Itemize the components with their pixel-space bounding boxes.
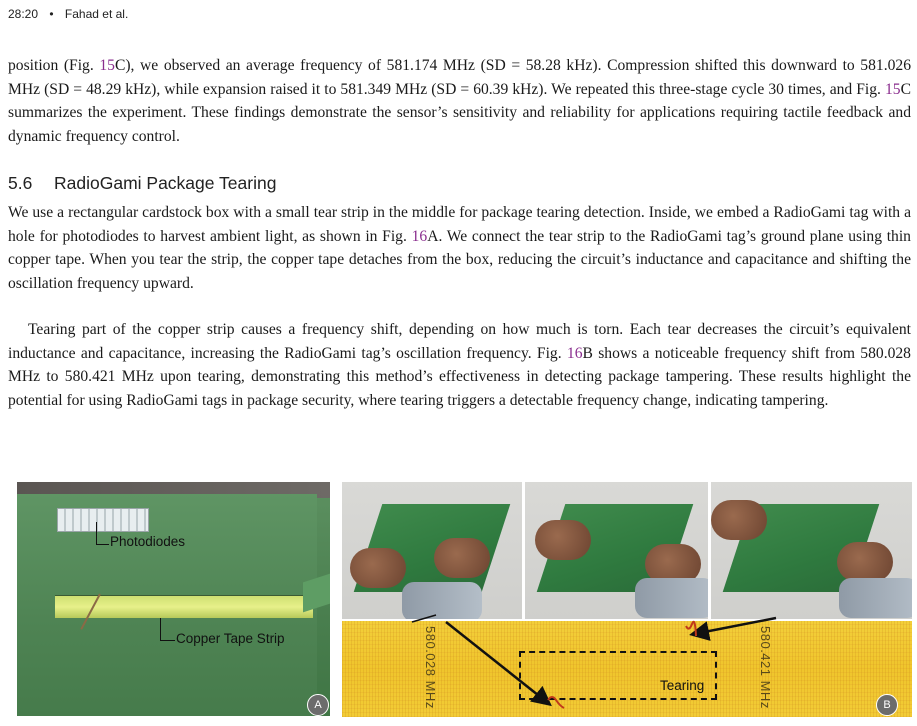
text-run: Tearing part of the copper strip causes … xyxy=(8,321,911,362)
running-header: 28:20 • Fahad et al. xyxy=(8,7,136,21)
section-heading: 5.6 RadioGami Package Tearing xyxy=(8,173,276,194)
figure-ref-15[interactable]: 15 xyxy=(885,80,901,98)
text-run: C summarizes the experiment. These findi… xyxy=(8,80,911,145)
text-run: position (Fig. xyxy=(8,57,100,74)
paragraph-frequency-results: position (Fig. 15C), we observed an aver… xyxy=(8,54,911,148)
text-run: We use a rectangular cardstock box with … xyxy=(8,204,911,245)
panel-a-badge: A xyxy=(307,694,329,716)
tearing-label: Tearing xyxy=(660,678,705,693)
paragraph-package-setup: We use a rectangular cardstock box with … xyxy=(8,201,911,295)
text-run: B shows a noticeable frequency shift fro… xyxy=(8,344,911,409)
hand-icon xyxy=(434,538,490,578)
arm-sleeve-icon xyxy=(635,578,708,618)
arm-sleeve-icon xyxy=(402,582,482,619)
text-run: A. We connect the tear strip to the Radi… xyxy=(8,227,911,292)
copper-tape-label: Copper Tape Strip xyxy=(176,631,285,646)
copper-tape-callout-line xyxy=(160,618,175,641)
page-number: 28:20 xyxy=(8,7,39,21)
arm-sleeve-icon xyxy=(839,578,912,618)
figure-ref-16[interactable]: 16 xyxy=(566,344,583,362)
frequency-label-left: 580.028 MHz xyxy=(423,626,438,709)
figure-panel-a xyxy=(17,482,330,716)
tearing-photo-1 xyxy=(342,482,522,619)
photodiodes-label: Photodiodes xyxy=(110,534,186,549)
header-separator: • xyxy=(49,7,54,21)
header-authors: Fahad et al. xyxy=(64,7,129,21)
hand-icon xyxy=(711,500,767,540)
hand-icon xyxy=(837,542,893,582)
spectrogram xyxy=(342,621,912,717)
photodiodes-callout-line xyxy=(96,522,109,545)
figure-ref-15[interactable]: 15 xyxy=(99,57,115,74)
photodiode-window xyxy=(57,508,149,532)
figure-ref-16[interactable]: 16 xyxy=(411,227,428,245)
tear-slot xyxy=(55,595,313,618)
paragraph-tearing-results: Tearing part of the copper strip causes … xyxy=(8,318,911,412)
hand-icon xyxy=(645,544,701,584)
section-title: RadioGami Package Tearing xyxy=(54,173,277,193)
section-number: 5.6 xyxy=(8,173,33,193)
panel-b-badge: B xyxy=(876,694,898,716)
hand-icon xyxy=(350,548,406,588)
text-run: C), we observed an average frequency of … xyxy=(8,57,911,98)
tearing-photo-2 xyxy=(525,482,708,619)
tearing-photo-3 xyxy=(711,482,912,619)
hand-icon xyxy=(535,520,591,560)
frequency-label-right: 580.421 MHz xyxy=(758,626,773,709)
